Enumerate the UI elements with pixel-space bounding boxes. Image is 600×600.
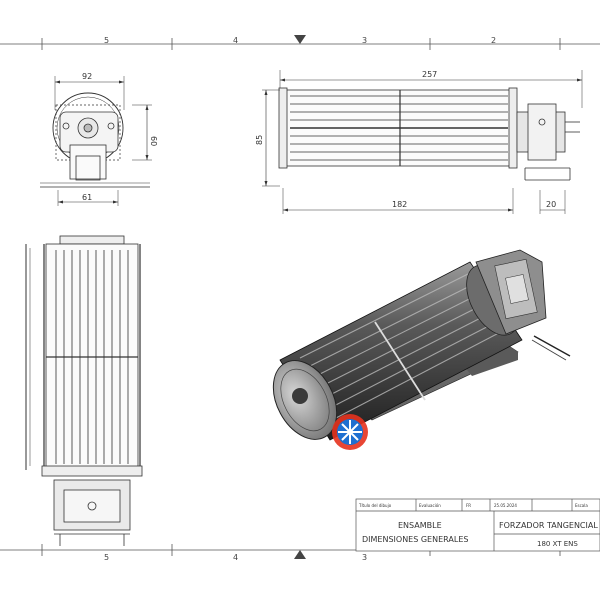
title-block-header-cell-1: Título del dibujo bbox=[358, 503, 392, 508]
front-view-height-dim: 60 bbox=[149, 136, 158, 146]
drawing-name-line-2: DIMENSIONES GENERALES bbox=[362, 535, 468, 544]
top-view bbox=[25, 235, 143, 546]
zone-label-top-2: 2 bbox=[491, 36, 496, 45]
side-view-height-dim: 85 bbox=[255, 135, 264, 145]
centering-mark-bottom bbox=[294, 550, 306, 559]
title-block-header-cell-4: 25.05.2024 bbox=[494, 503, 517, 508]
drawing-name-line-1: ENSAMBLE bbox=[398, 521, 442, 530]
side-view bbox=[262, 70, 583, 214]
zone-label-top-4: 4 bbox=[233, 36, 238, 45]
company-logo bbox=[332, 414, 368, 450]
title-block-header-cell-2: Evaluación bbox=[419, 503, 441, 508]
zone-label-bottom-5: 5 bbox=[104, 553, 109, 562]
side-view-body-dim: 182 bbox=[392, 200, 407, 209]
zone-label-bottom-3: 3 bbox=[362, 553, 367, 562]
title-block bbox=[355, 498, 600, 552]
title-block-header-cell-6: Escala bbox=[575, 503, 588, 508]
part-name: FORZADOR TANGENCIAL bbox=[499, 521, 598, 530]
front-view-base-dim: 61 bbox=[82, 193, 92, 202]
part-code: 180 XT ENS bbox=[537, 540, 578, 548]
centering-mark-top bbox=[294, 35, 306, 44]
zone-label-bottom-4: 4 bbox=[233, 553, 238, 562]
front-view-width-dim: 92 bbox=[82, 72, 92, 81]
isometric-render bbox=[272, 249, 571, 441]
side-view-overall-dim: 257 bbox=[422, 70, 437, 79]
front-view bbox=[40, 76, 152, 206]
zone-label-top-3: 3 bbox=[362, 36, 367, 45]
title-block-header-cell-3: FR bbox=[466, 503, 471, 508]
zone-label-top-5: 5 bbox=[104, 36, 109, 45]
side-view-motor-dim: 20 bbox=[546, 200, 556, 209]
